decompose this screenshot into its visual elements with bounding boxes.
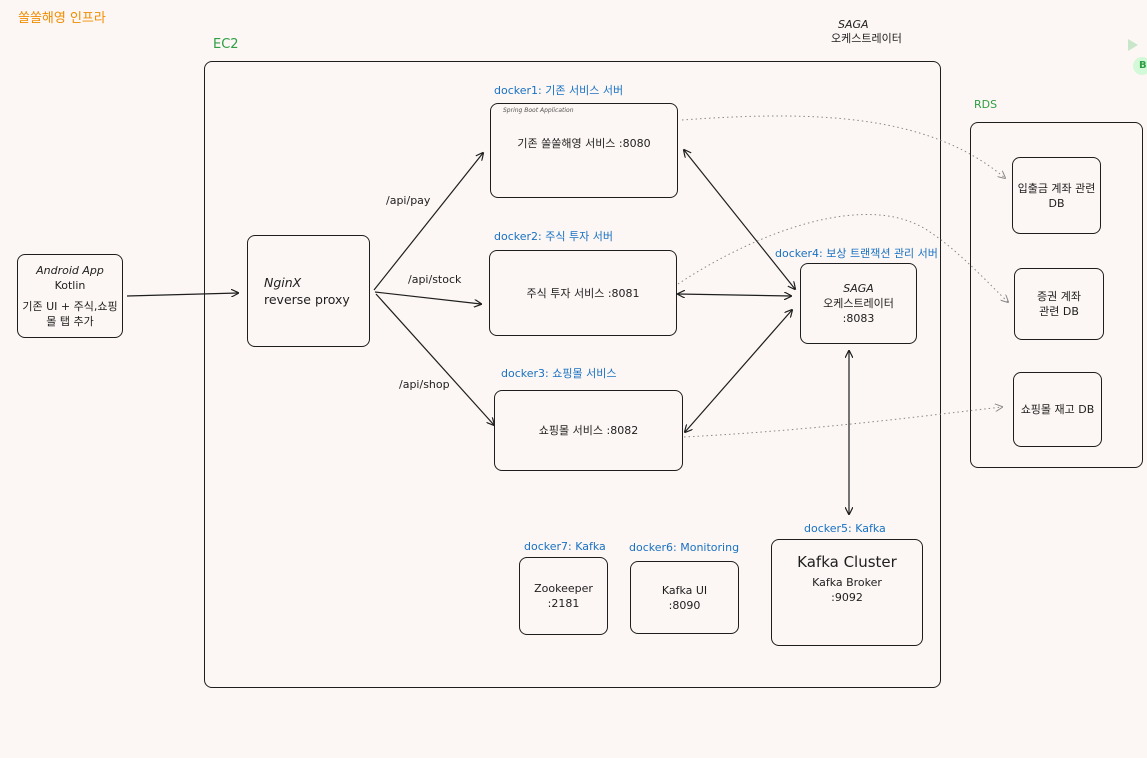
play-icon xyxy=(1128,39,1138,51)
docker2-label: docker2: 주식 투자 서버 xyxy=(494,230,613,243)
nginx-box: NginX reverse proxy xyxy=(247,235,370,347)
docker3-label: docker3: 쇼핑몰 서비스 xyxy=(501,367,617,380)
kafka-broker-port: :9092 xyxy=(831,591,863,604)
db-securities-account: 증권 계좌 관련 DB xyxy=(1014,268,1104,340)
db-shop-inventory: 쇼핑몰 재고 DB xyxy=(1013,372,1102,447)
android-client-box: Android App Kotlin 기존 UI + 주식,쇼핑 몰 탭 추가 xyxy=(17,254,123,338)
saga-note-title: SAGA xyxy=(838,18,869,31)
diagram-title: 쏠쏠해영 인프라 xyxy=(18,11,106,26)
saga-name: SAGA xyxy=(843,282,874,295)
ec2-group-label: EC2 xyxy=(213,37,239,52)
docker6-label: docker6: Monitoring xyxy=(629,541,740,554)
zookeeper-box: Zookeeper :2181 xyxy=(519,557,608,635)
db-deposit-account: 입출금 계좌 관련 DB xyxy=(1012,157,1101,234)
docker5-label: docker5: Kafka xyxy=(804,522,886,535)
zookeeper-port: :2181 xyxy=(547,597,580,610)
edge-client-nginx xyxy=(126,293,238,296)
zookeeper-name: Zookeeper xyxy=(534,582,593,595)
docker2-service-box: 주식 투자 서비스 :8081 xyxy=(489,250,677,336)
kafka-ui-box: Kafka UI :8090 xyxy=(630,561,739,634)
docker4-label: docker4: 보상 트랜잭션 관리 서버 xyxy=(775,247,938,260)
docker7-label: docker7: Kafka xyxy=(524,540,606,553)
route-label-stock: /api/stock xyxy=(408,273,462,286)
docker1-label: docker1: 기존 서비스 서버 xyxy=(494,84,624,97)
client-language: Kotlin xyxy=(54,279,86,292)
edge-docker1-saga xyxy=(684,150,795,289)
nginx-name: NginX xyxy=(264,275,302,290)
client-desc-2: 몰 탭 추가 xyxy=(46,315,94,328)
saga-note-subtitle: 오케스트레이터 xyxy=(831,32,902,45)
db1-suffix: DB xyxy=(1048,196,1065,210)
client-name: Android App xyxy=(36,264,104,277)
edge-docker2-db2 xyxy=(677,213,1008,302)
docker2-text: 주식 투자 서비스 :8081 xyxy=(526,286,640,300)
db2-suffix: 관련 DB xyxy=(1039,305,1079,318)
client-desc-1: 기존 UI + 주식,쇼핑 xyxy=(22,300,118,313)
docker1-tag: Spring Boot Application xyxy=(503,107,574,114)
db3-name: 쇼핑몰 재고 DB xyxy=(1020,403,1095,416)
docker1-service-box: Spring Boot Application 기존 쏠쏠해영 서비스 :808… xyxy=(490,103,678,198)
db1-name: 입출금 계좌 관련 xyxy=(1017,181,1096,195)
db2-name: 증권 계좌 xyxy=(1037,290,1081,303)
kafka-broker-name: Kafka Broker xyxy=(812,576,882,589)
corner-badge: B xyxy=(1133,57,1147,75)
kafka-ui-name: Kafka UI xyxy=(661,583,708,597)
nginx-role: reverse proxy xyxy=(264,292,350,307)
edge-docker2-saga xyxy=(678,294,791,296)
rds-group-label: RDS xyxy=(974,98,998,111)
saga-port: :8083 xyxy=(842,312,875,325)
rds-group-frame xyxy=(970,122,1143,468)
route-label-pay: /api/pay xyxy=(386,194,431,207)
docker3-text: 쇼핑몰 서비스 :8082 xyxy=(538,424,639,437)
saga-orchestrator-box: SAGA 오케스트레이터 :8083 xyxy=(800,263,917,344)
kafka-cluster-box: Kafka Cluster Kafka Broker :9092 xyxy=(771,539,923,646)
edge-docker3-db3 xyxy=(683,407,1002,438)
docker1-text: 기존 쏠쏠해영 서비스 :8080 xyxy=(517,137,651,150)
ec2-group-frame xyxy=(204,61,941,688)
edge-docker1-db1 xyxy=(681,115,1005,178)
kafka-cluster-title: Kafka Cluster xyxy=(797,553,897,571)
kafka-ui-port: :8090 xyxy=(668,598,701,612)
edge-nginx-docker3 xyxy=(375,293,494,425)
edge-nginx-docker1 xyxy=(373,153,483,291)
edge-nginx-docker2 xyxy=(374,291,481,304)
edge-docker3-saga xyxy=(685,310,792,432)
docker3-service-box: 쇼핑몰 서비스 :8082 xyxy=(494,390,683,471)
saga-role: 오케스트레이터 xyxy=(823,297,894,310)
route-label-shop: /api/shop xyxy=(399,378,450,391)
